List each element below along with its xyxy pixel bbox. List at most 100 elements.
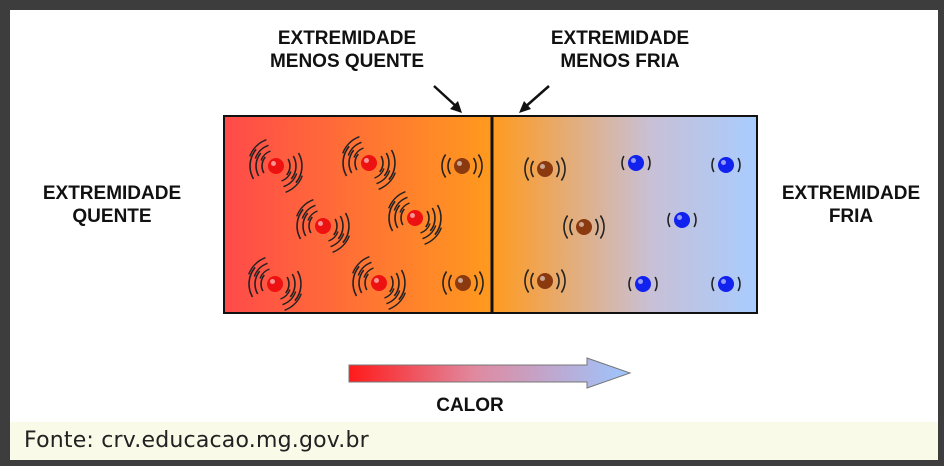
label-top-right-line2: MENOS FRIA (560, 51, 680, 72)
vibration-arc (296, 199, 314, 217)
vibration-arc (284, 293, 302, 311)
vibration-arc (354, 153, 359, 171)
particle-blue-dot (718, 276, 734, 292)
particle-brown (441, 154, 483, 178)
vibration-arc (249, 139, 267, 157)
vibration-arc (259, 268, 270, 279)
vibration-arc (434, 204, 442, 236)
vibration-arc (594, 218, 599, 236)
vibration-arc (420, 223, 431, 234)
vibration-arc (294, 270, 302, 302)
vibration-arc (357, 261, 372, 276)
vibration-arc (424, 227, 442, 245)
vibration-arc (560, 269, 566, 293)
vibration-arc (296, 208, 304, 240)
vibration-arc (711, 157, 715, 173)
particle-brown-dot (576, 219, 592, 235)
vibration-arc (555, 272, 560, 290)
particle-red (388, 191, 442, 245)
vibration-arc (560, 157, 566, 181)
particle-blue-dot (718, 157, 734, 173)
vibration-arc (363, 267, 374, 278)
vibration-arc (295, 152, 303, 184)
particle-brown (442, 271, 484, 295)
vibration-arc (260, 150, 271, 161)
vibration-arc (422, 225, 437, 240)
label-hot-end-line1: EXTREMIDADE (42, 183, 182, 204)
vibration-arc (376, 170, 391, 185)
particle-red (249, 139, 303, 193)
vibration-arc (253, 262, 268, 277)
particle-highlight (540, 276, 545, 281)
particle-blue (628, 276, 658, 292)
vibration-arc (388, 191, 406, 209)
particle-brown-dot (537, 273, 553, 289)
particle-highlight (638, 279, 643, 284)
vibration-arc (330, 233, 345, 248)
particle-blue-dot (635, 276, 651, 292)
vibration-arc (524, 269, 530, 293)
particle-brown-dot (537, 161, 553, 177)
vibration-arc (328, 231, 339, 242)
particle-red-dot (315, 218, 331, 234)
vibration-arc (342, 136, 360, 154)
vibration-arc (307, 210, 318, 221)
particle-highlight (374, 278, 379, 283)
vibration-arc (425, 210, 430, 228)
vibration-arc (555, 160, 560, 178)
vibration-arc (285, 276, 290, 294)
vibration-arc (281, 171, 292, 182)
particle-highlight (410, 213, 415, 218)
vibration-arc (302, 212, 309, 237)
vibration-arc (400, 208, 405, 226)
vibration-arc (393, 272, 400, 297)
vibration-arc (352, 256, 370, 274)
pointer-arrow-right (519, 85, 550, 113)
vibration-arc (255, 152, 262, 177)
vibration-arc (711, 276, 715, 292)
particle-highlight (457, 161, 462, 166)
particle-highlight (458, 278, 463, 283)
vibration-arc (530, 272, 535, 290)
vibration-arc (248, 257, 266, 275)
vibration-arc (337, 215, 344, 240)
label-top-left-line1: EXTREMIDADE (277, 28, 417, 49)
vibration-arc (667, 212, 671, 228)
vibration-arc (383, 152, 390, 177)
particle-red-dot (371, 275, 387, 291)
vibration-arc (473, 274, 478, 292)
vibration-arc (530, 160, 535, 178)
vibration-arc (283, 173, 298, 188)
particle-highlight (270, 279, 275, 284)
vibration-arc (332, 235, 350, 253)
particle-highlight (721, 279, 726, 284)
heat-conduction-diagram (223, 85, 758, 389)
vibration-arc (737, 276, 741, 292)
vibration-arc (628, 276, 632, 292)
particle-highlight (271, 161, 276, 166)
vibration-arc (442, 271, 448, 295)
source-caption-bar: Fonte: crv.educacao.mg.gov.br (10, 422, 938, 460)
vibration-arc (261, 156, 266, 174)
vibration-arc (378, 172, 396, 190)
vibration-arc (388, 149, 396, 181)
vibration-arc (388, 200, 396, 232)
vibration-arc (374, 168, 385, 179)
vibration-arc (301, 204, 316, 219)
vibration-arc (737, 157, 741, 173)
vibration-arc (599, 215, 605, 239)
vibration-arc (282, 291, 297, 306)
vibration-arc (386, 290, 401, 305)
particle-brown-dot (454, 158, 470, 174)
vibration-arc (342, 145, 350, 177)
particle-blue (667, 212, 697, 228)
particle-red-dot (407, 210, 423, 226)
hot-half-block (223, 115, 493, 314)
vibration-arc (398, 269, 406, 301)
vibration-arc (399, 202, 410, 213)
vibration-arc (364, 273, 369, 291)
particle-red (342, 136, 396, 190)
particle-highlight (721, 160, 726, 165)
vibration-arc (647, 155, 651, 171)
